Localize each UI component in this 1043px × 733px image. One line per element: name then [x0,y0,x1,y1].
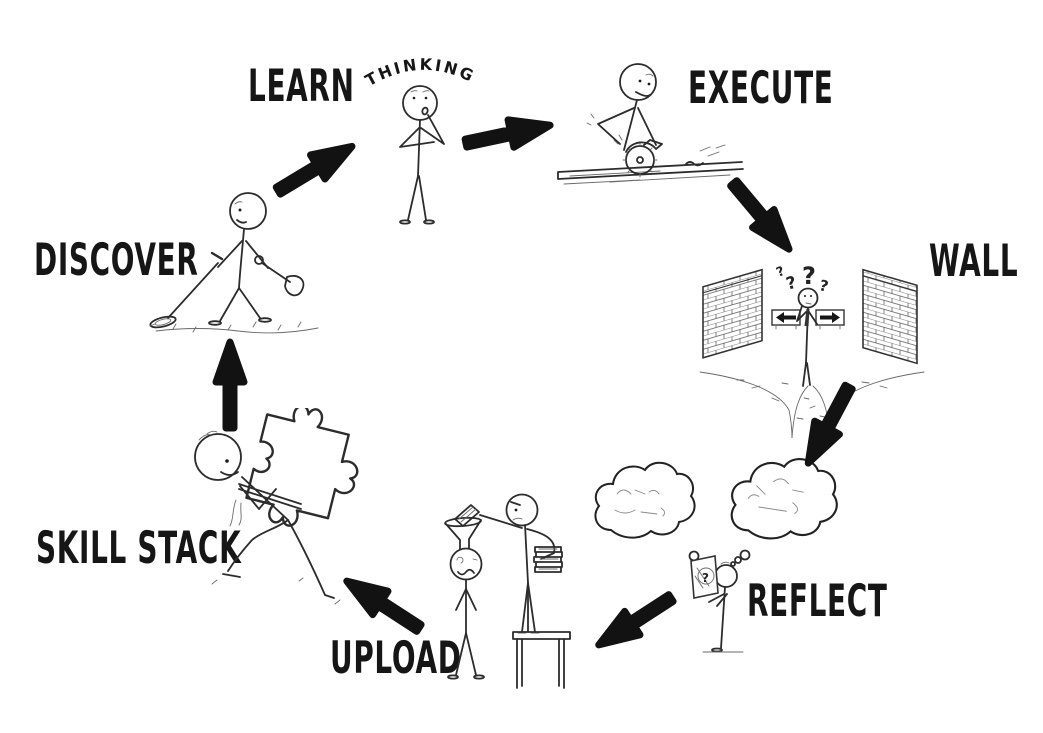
discover-stick-figure [208,192,272,326]
arrow-upload-to-skill-stack [343,577,425,635]
direction-sign-left [771,309,801,330]
shovel [254,255,305,297]
book-stack [533,546,563,573]
ground [149,321,319,334]
reflect-scene: ? [594,457,838,653]
upload-scene [444,493,571,689]
thought-bubble-trail-right [730,549,751,567]
execute-scene [557,63,744,185]
arrow-discover-to-learn [272,142,356,198]
reflect-stick-figure [702,561,744,653]
label-learn: LEARN [248,60,355,112]
arrow-reflect-to-upload [595,591,677,649]
thinking-figure-scene: THINKING [362,55,479,225]
label-upload: UPLOAD [330,632,462,684]
puzzle-piece [245,408,359,527]
falling-book [454,504,480,527]
label-execute: EXECUTE [688,62,834,114]
skill-stack-scene [194,408,359,605]
skill-stack-stick-figure [194,430,341,605]
workbench [557,144,744,185]
right-brick-wall [862,268,918,365]
funnel [444,516,482,550]
arrow-wall-to-reflect [804,381,856,467]
confused-stick-figure [796,287,819,387]
discover-scene [149,192,319,334]
thought-cloud-left [594,461,696,539]
metal-detector [149,251,224,329]
upload-pourer-figure [479,493,556,634]
upload-receiver-figure [447,547,485,680]
label-wall: WALL [929,235,1019,287]
hand-mirror: ? [690,555,719,599]
left-brick-wall [702,268,763,359]
direction-sign-right [815,309,845,330]
thinking-stick-figure [399,85,445,225]
label-thinking: THINKING [362,55,479,90]
execute-stick-figure [586,63,657,151]
svg-text:?: ? [802,262,816,290]
table [512,631,571,689]
label-skill-stack: SKILL STACK [36,522,242,574]
svg-text:?: ? [784,273,798,295]
thought-cloud-right [730,457,838,540]
svg-text:?: ? [702,571,709,585]
circular-saw [613,134,663,178]
arrow-thinking-to-execute [461,116,554,151]
label-reflect: REFLECT [747,575,888,627]
wall-scene: ? ? ? ? [699,262,925,438]
arrow-execute-to-wall [727,177,793,253]
svg-text:?: ? [818,276,831,295]
label-discover: DISCOVER [34,234,199,286]
arrow-skill-stack-to-discover [212,338,248,432]
